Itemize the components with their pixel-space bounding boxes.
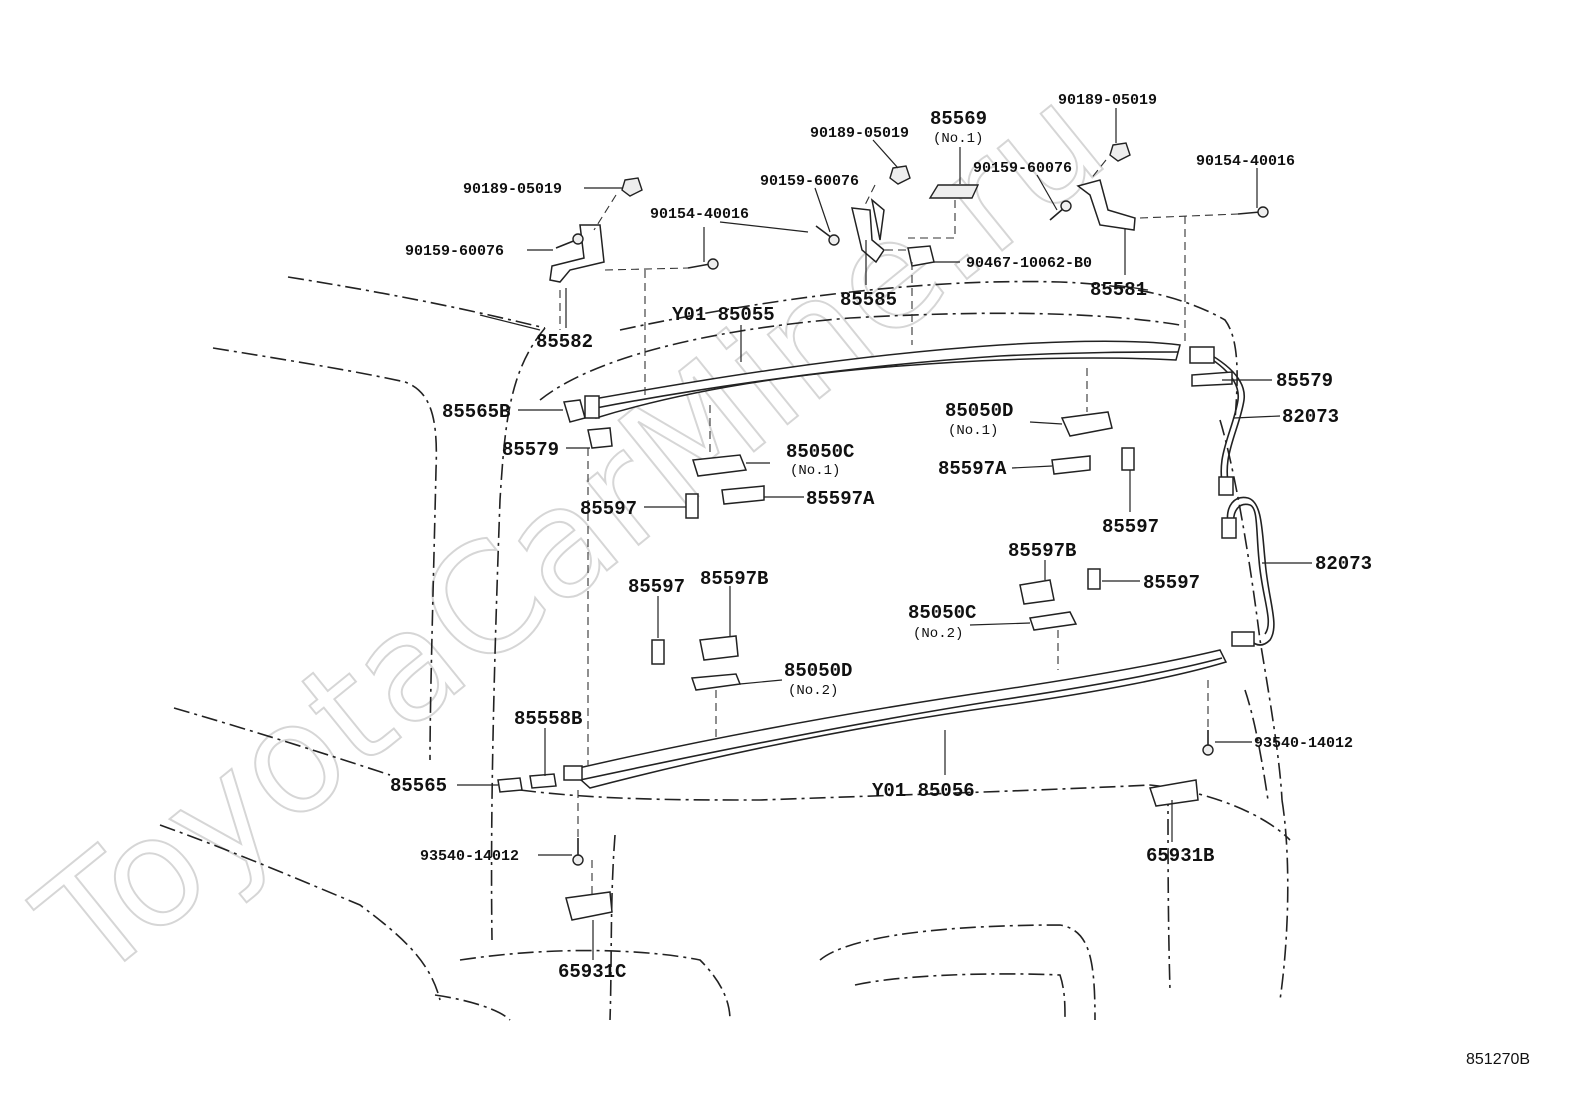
label-90189-05019-left: 90189-05019 — [463, 181, 562, 198]
label-65931c: 65931C — [558, 961, 626, 983]
label-85050d-no2: 85050D — [784, 660, 852, 682]
part-labels: 90189-05019 90159-60076 85582 90154-4001… — [390, 92, 1372, 983]
label-82073-top: 82073 — [1282, 406, 1339, 428]
label-85585: 85585 — [840, 289, 897, 311]
label-85579-left: 85579 — [502, 439, 559, 461]
label-65931b: 65931B — [1146, 845, 1214, 867]
assembly-dashed-lines — [559, 159, 1239, 895]
label-90159-60076-right: 90159-60076 — [973, 160, 1072, 177]
label-y01-85055: Y01 85055 — [672, 304, 775, 326]
label-90159-60076-left: 90159-60076 — [405, 243, 504, 260]
label-90154-40016-right: 90154-40016 — [1196, 153, 1295, 170]
wire-harness-82073 — [1189, 346, 1275, 647]
label-85050d-no2-sub: (No.2) — [788, 683, 838, 699]
label-85050d-no1: 85050D — [945, 400, 1013, 422]
label-90159-60076-mid: 90159-60076 — [760, 173, 859, 190]
label-85581: 85581 — [1090, 279, 1147, 301]
label-85597-mid-right: 85597 — [1143, 572, 1200, 594]
label-85558b: 85558B — [514, 708, 582, 730]
label-93540-14012-right: 93540-14012 — [1254, 735, 1353, 752]
label-90467-10062-b0: 90467-10062-B0 — [966, 255, 1092, 272]
label-85582: 85582 — [536, 331, 593, 353]
label-85579-right: 85579 — [1276, 370, 1333, 392]
label-85050d-no1-sub: (No.1) — [948, 423, 998, 439]
label-85569-sub: (No.1) — [933, 131, 983, 147]
leader-lines — [457, 108, 1312, 960]
label-90189-05019-mid: 90189-05019 — [810, 125, 909, 142]
label-90154-40016-left: 90154-40016 — [650, 206, 749, 223]
brackets-and-fasteners — [497, 142, 1269, 921]
label-85565b: 85565B — [442, 401, 510, 423]
label-93540-14012-left: 93540-14012 — [420, 848, 519, 865]
label-85597-left: 85597 — [580, 498, 637, 520]
label-85565: 85565 — [390, 775, 447, 797]
label-85597-mid-left: 85597 — [628, 576, 685, 598]
label-85050c-no1-sub: (No.1) — [790, 463, 840, 479]
label-85597b-right: 85597B — [1008, 540, 1076, 562]
vehicle-body-outline — [159, 276, 1291, 1021]
figure-code: 851270B — [1466, 1051, 1530, 1068]
label-85050c-no2: 85050C — [908, 602, 976, 624]
label-90189-05019-right: 90189-05019 — [1058, 92, 1157, 109]
upper-rail-85055 — [584, 340, 1181, 419]
label-85597-upper-right: 85597 — [1102, 516, 1159, 538]
label-y01-85056: Y01 85056 — [872, 780, 975, 802]
label-85050c-no1: 85050C — [786, 441, 854, 463]
label-85050c-no2-sub: (No.2) — [913, 626, 963, 642]
label-85597b-left: 85597B — [700, 568, 768, 590]
label-85597a-right: 85597A — [938, 458, 1007, 480]
label-82073-bottom: 82073 — [1315, 553, 1372, 575]
label-85597a-left: 85597A — [806, 488, 875, 510]
label-85569: 85569 — [930, 108, 987, 130]
lower-rail-85056 — [563, 649, 1228, 789]
